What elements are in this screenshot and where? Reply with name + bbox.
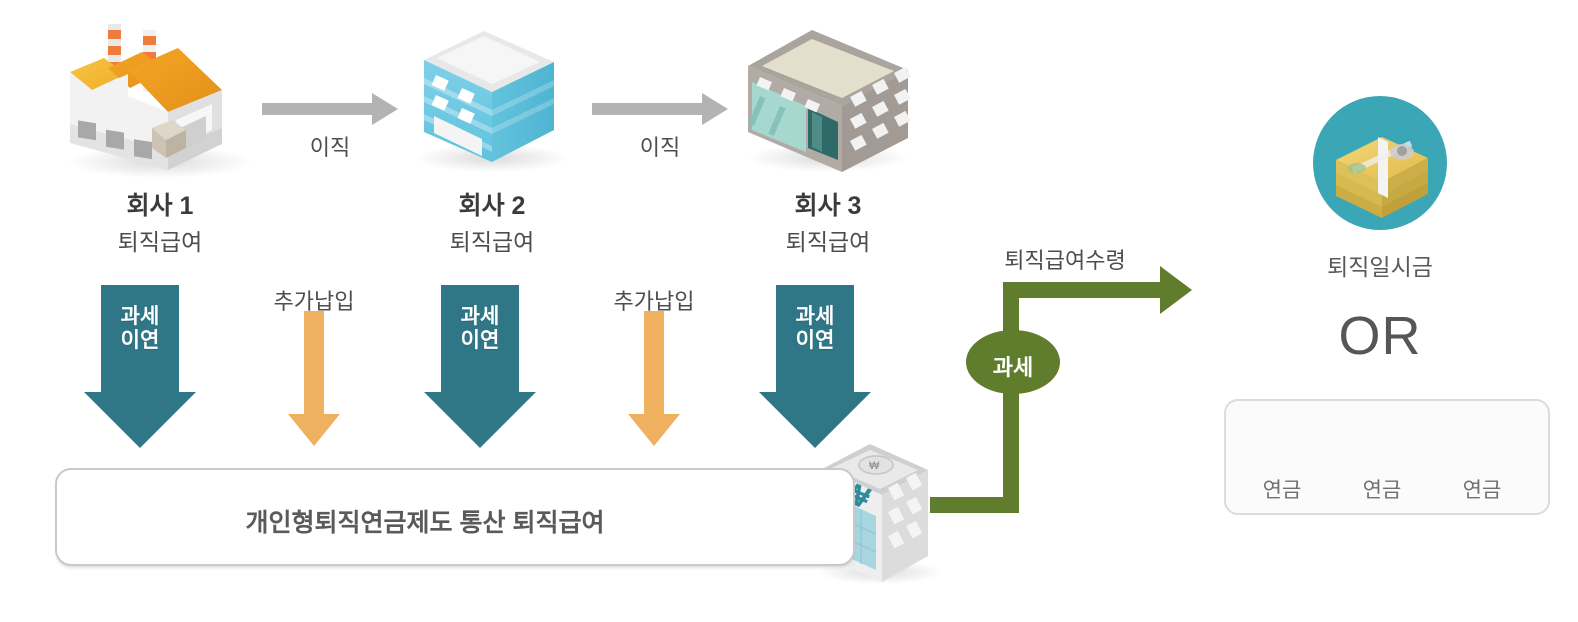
additional-contribution-arrow-2 bbox=[628, 311, 680, 446]
svg-text:₩: ₩ bbox=[869, 460, 880, 472]
company-3-sub: 퇴직급여 bbox=[785, 229, 871, 255]
company-3-name: 회사 3 bbox=[794, 192, 862, 220]
transfer-arrow-1 bbox=[262, 93, 398, 125]
tax-deferral-line1: 과세 bbox=[795, 305, 835, 328]
irp-pool-box bbox=[55, 468, 855, 566]
payout-path-arrow bbox=[930, 266, 1192, 513]
tax-deferral-line2: 이연 bbox=[795, 328, 835, 352]
payout-path-label: 퇴직급여수령 bbox=[1004, 248, 1126, 273]
lump-sum-label: 퇴직일시금 bbox=[1327, 254, 1433, 280]
company-2-sub: 퇴직급여 bbox=[449, 229, 535, 255]
transfer-label-2: 이직 bbox=[639, 135, 681, 160]
pension-label-3: 연금 bbox=[1462, 479, 1502, 502]
tax-deferral-arrow-1 bbox=[84, 285, 196, 448]
tax-deferral-line1: 과세 bbox=[460, 305, 500, 328]
additional-contribution-arrow-1 bbox=[288, 311, 340, 446]
tax-deferral-line2: 이연 bbox=[120, 328, 160, 352]
company-1-name: 회사 1 bbox=[126, 192, 194, 220]
pension-label-2: 연금 bbox=[1362, 479, 1402, 502]
or-divider-label: OR bbox=[1338, 306, 1422, 366]
cash-stack-icon bbox=[1313, 96, 1447, 230]
tax-deferral-label-3: 과세 이연 bbox=[759, 305, 871, 352]
additional-contribution-label-2: 추가납입 bbox=[613, 289, 695, 314]
pension-label-1: 연금 bbox=[1262, 479, 1302, 502]
factory-icon bbox=[68, 24, 252, 178]
pension-box bbox=[1224, 399, 1550, 515]
office-building-icon bbox=[416, 31, 568, 172]
tax-deferral-label-2: 과세 이연 bbox=[424, 305, 536, 352]
tax-badge-label: 과세 bbox=[992, 355, 1034, 380]
additional-contribution-label-1: 추가납입 bbox=[273, 289, 355, 314]
tax-deferral-line1: 과세 bbox=[120, 305, 160, 328]
commercial-building-icon bbox=[748, 30, 911, 172]
irp-pool-label: 개인형퇴직연금제도 통산 퇴직급여 bbox=[245, 509, 605, 537]
tax-deferral-line2: 이연 bbox=[460, 328, 500, 352]
transfer-label-1: 이직 bbox=[309, 135, 351, 160]
tax-badge bbox=[966, 330, 1060, 394]
tax-deferral-arrow-3 bbox=[759, 285, 871, 448]
tax-deferral-arrow-2 bbox=[424, 285, 536, 448]
transfer-arrow-2 bbox=[592, 93, 728, 125]
company-2-name: 회사 2 bbox=[458, 192, 526, 220]
tax-deferral-label-1: 과세 이연 bbox=[84, 305, 196, 352]
company-1-sub: 퇴직급여 bbox=[117, 229, 203, 255]
